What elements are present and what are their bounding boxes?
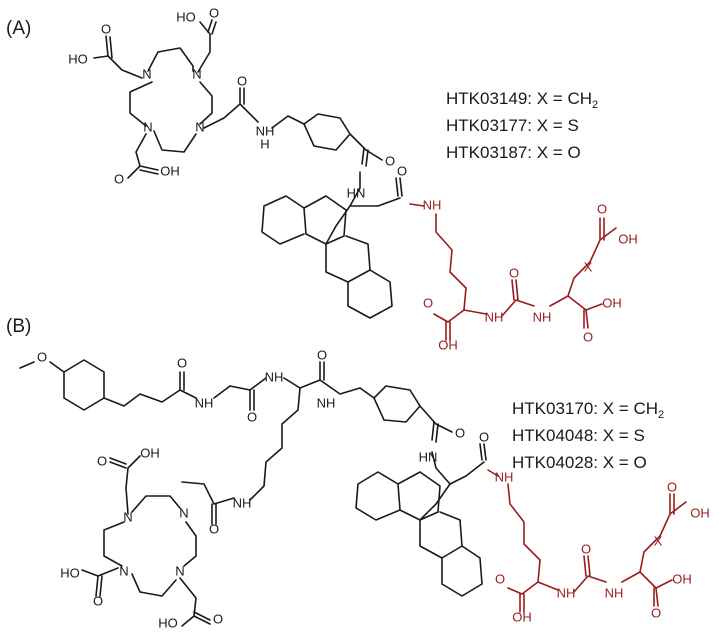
compound-a-3: HTK03187: X = O: [446, 143, 581, 162]
o-label-b3: O: [317, 347, 327, 362]
amine-n-1: N: [142, 66, 151, 81]
o-label-3: O: [114, 171, 124, 186]
compound-list-a: HTK03149: X = CH2 HTK03177: X = S HTK031…: [446, 89, 598, 162]
oh-label-b1: OH: [140, 445, 160, 460]
urea-oh-b1: OH: [512, 609, 532, 624]
urea-nh-b2: NH: [557, 585, 576, 600]
amide-nh-b2: NH: [265, 369, 284, 384]
o-label-5: O: [385, 153, 395, 168]
panel-a: (A) N N N N HO O HO O: [6, 5, 638, 352]
amide-nh-b3: NH: [317, 395, 336, 410]
amide-hn-b1: HN: [419, 449, 438, 464]
urea-o-4: O: [583, 329, 593, 344]
urea-nh-b3: NH: [605, 585, 624, 600]
variable-x-a: X: [584, 259, 593, 274]
amide-nh-1: NH: [256, 123, 275, 138]
panel-b: (B) O O NH O NH O NH NH: [6, 316, 710, 630]
compound-b-3: HTK04028: X = O: [512, 453, 647, 472]
amine-n-4: N: [195, 119, 204, 134]
o-label-b8: O: [455, 425, 465, 440]
anthracene-alanine-a: HN O: [261, 163, 407, 319]
urea-o-1: O: [423, 295, 433, 310]
dota-chelator-b: N N N N O O OH HO O HO O: [60, 445, 235, 630]
o-label-6: O: [397, 163, 407, 178]
panel-a-label: (A): [6, 18, 31, 39]
urea-oh-b3: OH: [672, 571, 692, 586]
o-label-1: O: [101, 21, 111, 36]
lysine-urea-motif-b: NH O OH NH O NH X O OH OH O: [487, 469, 710, 624]
urea-o-3: O: [597, 201, 607, 216]
methoxyphenyl-linker-b: O O NH O NH O NH NH: [19, 347, 361, 510]
compound-b-2: HTK04048: X = S: [512, 426, 645, 445]
cyclohexane-linker-a: NH H O: [256, 113, 395, 168]
amine-n-b2: N: [179, 505, 188, 520]
compound-b-1: HTK03170: X = CH2: [512, 399, 664, 421]
o-label-b1: O: [177, 355, 187, 370]
urea-o-2: O: [509, 265, 519, 280]
methoxy-o: O: [37, 349, 47, 364]
amine-n-b1: N: [123, 509, 132, 524]
amine-n-2: N: [192, 66, 201, 81]
urea-o-b3: O: [667, 479, 677, 494]
ho-label-b2: HO: [158, 615, 178, 630]
urea-nh-1: NH: [423, 197, 442, 212]
amine-n-b4: N: [175, 563, 184, 578]
ho-label-2: HO: [176, 9, 196, 24]
urea-nh-2: NH: [485, 309, 504, 324]
urea-oh-b2: OH: [690, 505, 710, 520]
o-label-b9: O: [479, 429, 489, 444]
amine-n-b3: N: [119, 563, 128, 578]
amide-hn-1: HN: [347, 185, 366, 200]
amide-nh-b4: NH: [233, 495, 252, 510]
o-label-b5: O: [97, 453, 107, 468]
compound-list-b: HTK03170: X = CH2 HTK04048: X = S HTK040…: [512, 399, 664, 472]
o-label-2: O: [209, 5, 219, 20]
o-label-b7: O: [213, 611, 223, 626]
amide-nh-b1: NH: [195, 395, 214, 410]
o-label-4: O: [237, 73, 247, 88]
urea-oh-1: OH: [438, 337, 458, 352]
o-label-b6: O: [93, 593, 103, 608]
urea-nh-b1: NH: [495, 469, 514, 484]
urea-o-b2: O: [581, 541, 591, 556]
ho-label-b1: HO: [60, 565, 80, 580]
o-label-b4: O: [209, 521, 219, 536]
ho-label-1: HO: [68, 51, 88, 66]
anthracene-alanine-b: HN O: [355, 429, 489, 597]
cyclohexane-linker-b: O: [359, 385, 465, 443]
o-label-b2: O: [247, 409, 257, 424]
urea-o-b4: O: [651, 605, 661, 620]
dota-chelator-a: N N N N HO O HO O O OH O: [68, 5, 259, 186]
amide-h-1: H: [260, 136, 269, 151]
urea-oh-3: OH: [602, 295, 622, 310]
panel-b-label: (B): [6, 316, 31, 337]
oh-label-1: OH: [160, 163, 180, 178]
compound-a-2: HTK03177: X = S: [446, 116, 579, 135]
urea-o-b1: O: [495, 571, 505, 586]
urea-nh-3: NH: [533, 309, 552, 324]
urea-oh-2: OH: [618, 231, 638, 246]
amine-n-3: N: [143, 119, 152, 134]
compound-a-1: HTK03149: X = CH2: [446, 89, 598, 111]
lysine-urea-motif-a: NH O OH NH O NH X O OH OH O: [409, 197, 638, 352]
variable-x-b: X: [654, 533, 663, 548]
